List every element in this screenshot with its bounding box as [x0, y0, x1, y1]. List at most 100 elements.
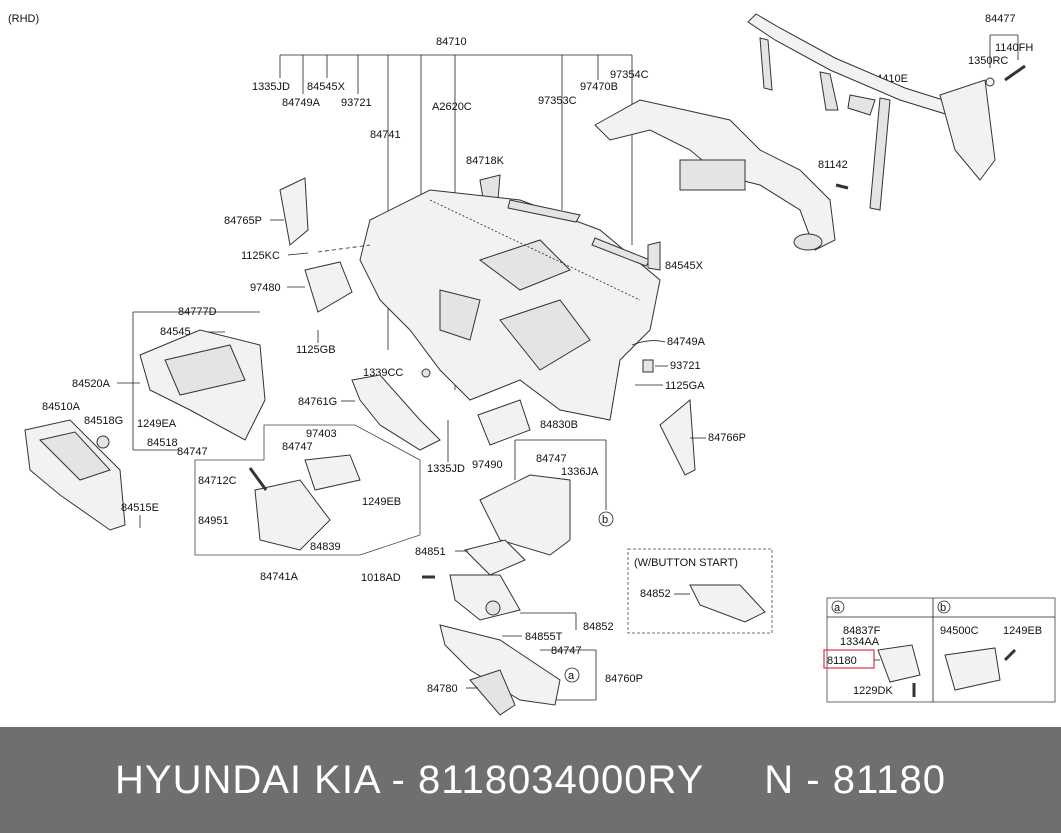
inset-b-title: b: [940, 602, 946, 614]
label-84749A: 84749A: [282, 97, 321, 109]
label-84852-a: 84852: [583, 621, 614, 633]
label-84747-d: 84747: [551, 645, 582, 657]
label-84951: 84951: [198, 515, 229, 527]
nut-1350RC: [985, 77, 995, 87]
label-97470B: 97470B: [580, 81, 618, 93]
label-81180: 81180: [827, 655, 857, 667]
label-1335JD-lower: 1335JD: [427, 463, 465, 475]
bracket-81180: [877, 644, 921, 683]
callout-b: b: [602, 514, 608, 526]
label-97403: 97403: [306, 428, 337, 440]
lower-panel-84761G: [351, 374, 441, 451]
garnish-97354C: [591, 237, 651, 267]
garnish-97353C: [507, 199, 581, 223]
bolt-1140FH: [1004, 64, 1026, 82]
label-93721-right: 93721: [670, 360, 701, 372]
inset-a-title: a: [834, 602, 841, 614]
label-A2620C: A2620C: [432, 101, 472, 113]
label-84741: 84741: [370, 129, 401, 141]
crash-pad-main: [359, 189, 661, 421]
cluster-hood-84830B: [479, 474, 571, 556]
label-84520A: 84520A: [72, 378, 111, 390]
label-84765P: 84765P: [224, 215, 262, 227]
callout-a: a: [568, 670, 575, 682]
label-1249EA: 1249EA: [137, 418, 177, 430]
side-cover-84766P: [659, 398, 696, 476]
label-1350RC: 1350RC: [968, 55, 1008, 67]
label-84710: 84710: [436, 36, 467, 48]
bolt-81142: [835, 183, 849, 190]
label-1249EB-right: 1249EB: [1003, 625, 1042, 637]
label-94500C: 94500C: [940, 625, 979, 637]
defroster-duct: [594, 99, 836, 251]
lower-crash-pad-84760P: [439, 624, 561, 706]
leader: [287, 252, 309, 256]
label-84718K: 84718K: [466, 155, 505, 167]
highlight-81180: [823, 649, 875, 669]
seal-84749A: [631, 340, 666, 346]
label-84749A-right: 84749A: [667, 336, 706, 348]
label-84851: 84851: [415, 546, 446, 558]
screw-1249EB: [1003, 648, 1017, 662]
label-84510A: 84510A: [42, 401, 81, 413]
label-84780: 84780: [427, 683, 458, 695]
strip-84712C: [248, 467, 268, 491]
clip-93721: [642, 359, 654, 373]
shroud-lower-84852: [449, 574, 521, 621]
shroud-lower-button-start: [689, 584, 766, 623]
inset-b-marker: [937, 600, 951, 614]
label-97490: 97490: [472, 459, 503, 471]
label-84741A: 84741A: [260, 571, 299, 583]
callout-a-marker: [564, 667, 580, 683]
variant-label: (RHD): [8, 13, 39, 25]
label-84747-b: 84747: [282, 441, 313, 453]
label-84839: 84839: [310, 541, 341, 553]
label-84747-c: 84747: [536, 453, 567, 465]
group-box-84741A: [194, 424, 421, 556]
fascia-panel-84951: [254, 479, 331, 551]
parts-diagram: (RHD) 84710 1335JD 84545X 84749A 93721 A…: [8, 13, 1056, 716]
label-84518: 84518: [147, 437, 178, 449]
button-start-box: [627, 548, 773, 634]
damper-84518G: [96, 435, 110, 449]
label-84830B: 84830B: [540, 419, 578, 431]
label-1140FH: 1140FH: [995, 42, 1033, 54]
label-97353C: 97353C: [538, 95, 577, 107]
label-84766P: 84766P: [708, 432, 746, 444]
label-84515E: 84515E: [121, 502, 159, 514]
dash-line: [317, 244, 371, 253]
label-1018AD: 1018AD: [361, 572, 401, 584]
label-84712C: 84712C: [198, 475, 237, 487]
label-84545: 84545: [160, 326, 191, 338]
label-84477: 84477: [985, 13, 1016, 25]
label-84852-b: 84852: [640, 588, 671, 600]
center-vent-97490: [477, 399, 531, 446]
glove-box-inner: [39, 431, 111, 481]
nut-1339CC: [421, 368, 431, 378]
footer-reference: N - 81180: [764, 757, 946, 802]
label-84855T: 84855T: [525, 631, 563, 643]
label-1334AA: 1334AA: [840, 636, 880, 648]
ring-84855T: [485, 600, 501, 616]
label-93721: 93721: [341, 97, 372, 109]
label-1249EB-left: 1249EB: [362, 496, 401, 508]
start-button-94500C: [944, 647, 1001, 691]
glove-box-housing-inner: [164, 344, 246, 396]
label-1229DK: 1229DK: [853, 685, 893, 697]
label-84545X-right: 84545X: [665, 260, 704, 272]
label-1335JD: 1335JD: [252, 81, 290, 93]
bracket-84545X: [647, 241, 661, 271]
label-84747-a: 84747: [177, 446, 208, 458]
label-84760P: 84760P: [605, 673, 643, 685]
inset-a-marker: [831, 600, 845, 614]
label-81142: 81142: [818, 159, 848, 171]
label-w-button-start: (W/BUTTON START): [634, 557, 738, 569]
side-vent-97480: [304, 261, 353, 313]
label-1125GB: 1125GB: [296, 344, 336, 356]
label-84837F: 84837F: [843, 625, 881, 637]
label-97354C: 97354C: [610, 69, 649, 81]
side-cover-84765P: [279, 177, 309, 246]
callout-b-marker: [598, 511, 614, 527]
vent-97403: [304, 454, 361, 491]
cowl-crossbar: [747, 13, 996, 211]
